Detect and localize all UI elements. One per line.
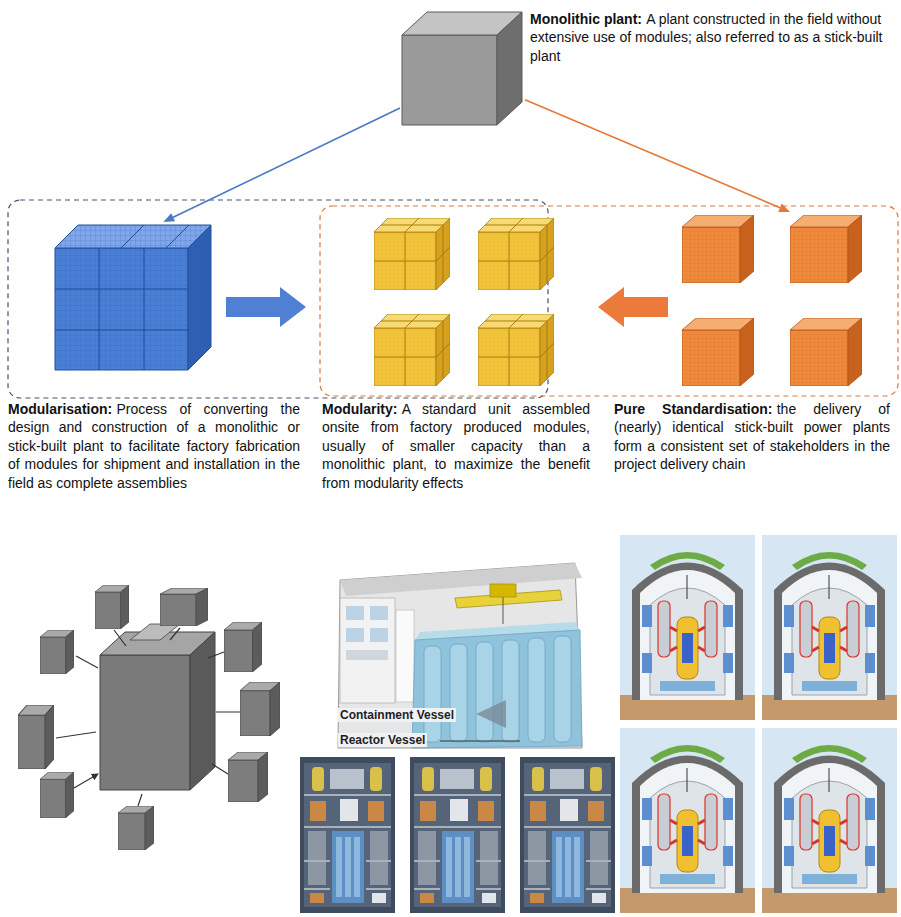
modularity-cubes (374, 218, 554, 386)
modularisation-cube-part (188, 225, 211, 370)
smr-building-cutaway-part (338, 563, 582, 748)
modularity-cubes-part (478, 314, 554, 386)
smr-building-cutaway (338, 563, 582, 748)
standardisation-cubes-part (682, 318, 754, 386)
term-heading: Modularity: (322, 401, 397, 417)
exploded-module-figure-part (18, 705, 54, 769)
term-heading: Modularisation: (8, 401, 112, 417)
monolithic-cube (402, 12, 522, 125)
modularisation-box: Modularisation:Process of converting the… (30, 222, 226, 372)
modularity-cubes-part (374, 314, 450, 386)
part-label: Reactor Vessel (338, 733, 427, 747)
smr-building-cutaway-part (440, 741, 520, 742)
monolithic-cube-part (497, 12, 522, 125)
term-heading: Pure Standardisation: (614, 401, 773, 417)
smr-building-cutaway-part (476, 700, 506, 728)
smr-building-cutaway-part (554, 636, 571, 742)
modularisation-cube-part (55, 248, 188, 370)
smr-building-cutaway-part (346, 628, 364, 642)
smr-building-cutaway-part (476, 642, 493, 742)
standardisation-cubes-part (790, 215, 862, 283)
standardisation-cubes-part (790, 318, 862, 386)
dashed-group-box-part (320, 206, 898, 396)
exploded-module-figure (18, 585, 280, 850)
modularity-cubes-part (374, 218, 450, 290)
term-heading: Monolithic plant: (530, 11, 642, 27)
large-reactor-grid-part (620, 535, 755, 720)
smr-building-cutaway-part (340, 598, 395, 703)
block-arrow-connector (226, 287, 306, 327)
arrow-connector (163, 108, 400, 222)
exploded-module-figure-part (224, 622, 262, 672)
smr-building-cutaway-part (396, 610, 414, 702)
exploded-module-figure-part (160, 588, 208, 626)
smr-plant-row (300, 757, 615, 913)
standardisation-cubes (682, 215, 862, 386)
exploded-module-figure-part (100, 655, 190, 790)
smr-building-cutaway-part (490, 584, 516, 597)
connector-line (173, 108, 400, 217)
smr-building-cutaway-part (370, 606, 388, 620)
pure-standardisation-box: Pure Standardisation:the delivery of (ne… (668, 212, 892, 392)
modularisation-cube (55, 225, 211, 370)
smr-building-cutaway-part (424, 646, 441, 742)
smr-building-cutaway-part (412, 630, 582, 748)
exploded-module-figure-part (190, 632, 215, 790)
connector-line (525, 100, 780, 208)
part-label: Containment Vessel (338, 708, 456, 722)
definition-text: Pure Standardisation:the delivery of (ne… (614, 400, 890, 474)
large-reactor-grid (620, 535, 897, 913)
smr-building-cutaway-part (370, 628, 388, 642)
modularisation-cube-part (188, 225, 211, 370)
smr-building-cutaway-part (450, 644, 467, 742)
monolithic-plant-box: Monolithic plant:A plant constructed in … (400, 10, 525, 128)
dashed-group-box (8, 200, 898, 398)
smr-plant-row-part (410, 757, 505, 913)
block-arrow (598, 287, 668, 327)
standardisation-cubes-part (682, 215, 754, 283)
monolithic-cube-part (402, 35, 497, 125)
modularisation-cube-part (55, 248, 188, 370)
modularity-cubes-part (478, 218, 554, 290)
exploded-module-figure-part (228, 752, 268, 802)
exploded-module-figure-part (40, 772, 74, 818)
large-reactor-grid-part (762, 728, 897, 913)
definition-text: Modularity:A standard unit assembled ons… (322, 400, 590, 492)
modularisation-cube-part (55, 225, 189, 370)
smr-building-cutaway-part (503, 597, 504, 624)
exploded-module-figure-part (240, 682, 280, 736)
exploded-module-figure-part (118, 806, 154, 850)
arrow-head (163, 213, 175, 222)
arrow-connector (525, 100, 790, 212)
smr-building-cutaway-part (528, 638, 545, 742)
dashed-group-box-part (8, 200, 548, 398)
large-reactor-grid-part (762, 535, 897, 720)
block-arrow (226, 287, 306, 327)
smr-building-cutaway-part (346, 650, 388, 660)
arrow-head (778, 204, 790, 212)
large-reactor-grid-part (620, 728, 755, 913)
exploded-module-figure-part (95, 585, 129, 629)
exploded-module-figure-part (40, 630, 74, 674)
definition-text: Monolithic plant:A plant constructed in … (530, 10, 896, 65)
modularity-box: Modularity:A standard unit assembled ons… (306, 212, 598, 392)
definition-text: Modularisation:Process of converting the… (8, 400, 300, 492)
smr-plant-row-part (520, 757, 615, 913)
smr-plant-row-part (300, 757, 395, 913)
exploded-module-figure-part (56, 628, 240, 806)
block-arrow-connector (598, 287, 668, 327)
smr-building-cutaway-part (346, 606, 364, 620)
